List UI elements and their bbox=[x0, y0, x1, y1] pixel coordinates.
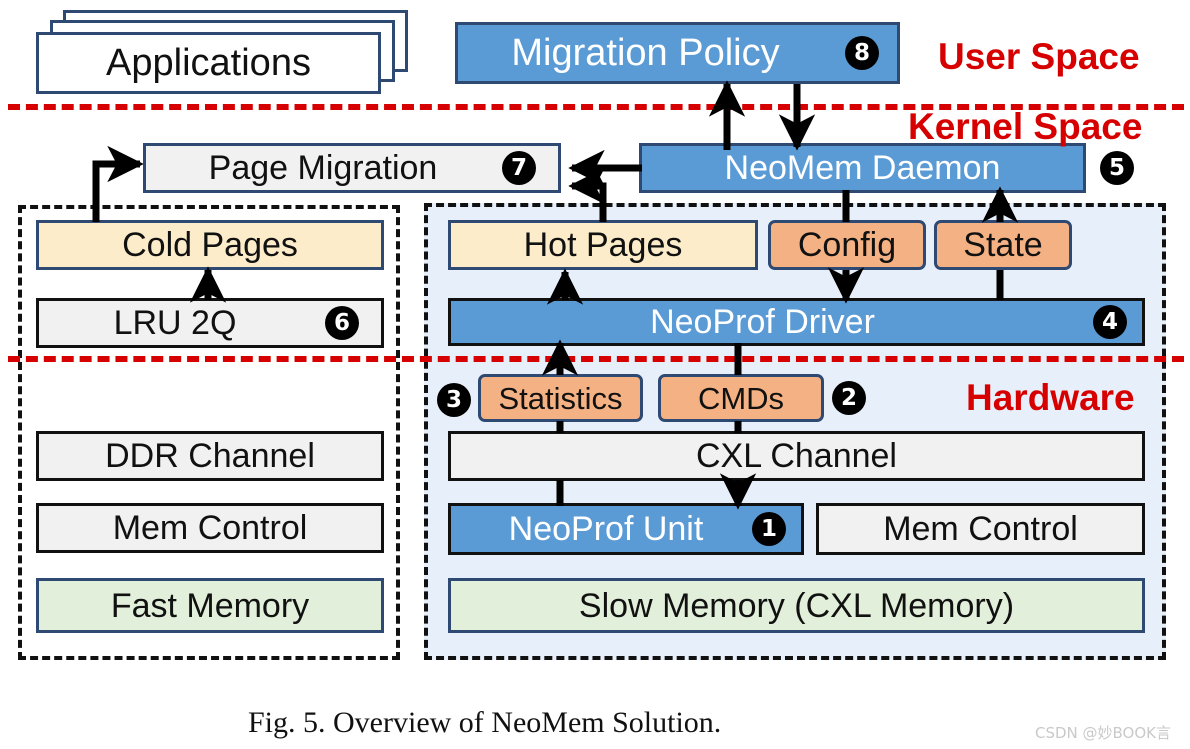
step-7-badge: 7 bbox=[502, 151, 536, 185]
ddr-channel[interactable]: DDR Channel bbox=[36, 431, 384, 481]
fast-memory[interactable]: Fast Memory bbox=[36, 578, 384, 633]
applications-label: Applications bbox=[106, 42, 311, 84]
neoprof-driver[interactable]: NeoProf Driver bbox=[448, 298, 1145, 346]
csdn-watermark: CSDN @妙BOOK言 bbox=[1035, 724, 1172, 742]
slow-memory[interactable]: Slow Memory (CXL Memory) bbox=[448, 578, 1145, 633]
lru-2q-label: LRU 2Q bbox=[113, 304, 237, 342]
neomem-daemon-label: NeoMem Daemon bbox=[724, 149, 1001, 187]
step-5-badge: 5 bbox=[1100, 151, 1134, 185]
page-migration[interactable]: Page Migration bbox=[143, 143, 561, 193]
step-4-badge: 4 bbox=[1093, 305, 1127, 339]
cold-pages-label: Cold Pages bbox=[122, 226, 298, 264]
step-3-badge: 3 bbox=[437, 383, 471, 417]
migration-policy-label: Migration Policy bbox=[511, 32, 780, 74]
state[interactable]: State bbox=[934, 220, 1072, 270]
mem-control-left-label: Mem Control bbox=[112, 509, 308, 547]
mem-control-right-label: Mem Control bbox=[883, 510, 1078, 548]
cxl-channel-label: CXL Channel bbox=[696, 437, 897, 475]
neoprof-driver-label: NeoProf Driver bbox=[650, 303, 875, 341]
neomem-daemon[interactable]: NeoMem Daemon bbox=[639, 143, 1086, 193]
mem-control-left[interactable]: Mem Control bbox=[36, 503, 384, 553]
step-6-badge: 6 bbox=[325, 306, 359, 340]
mem-control-right[interactable]: Mem Control bbox=[816, 503, 1145, 555]
user-kernel-divider bbox=[8, 104, 1184, 110]
migration-policy[interactable]: Migration Policy bbox=[455, 22, 900, 84]
neoprof-unit[interactable]: NeoProf Unit bbox=[448, 503, 804, 555]
cold-pages[interactable]: Cold Pages bbox=[36, 220, 384, 270]
neoprof-unit-label: NeoProf Unit bbox=[508, 510, 704, 548]
step-1-badge: 1 bbox=[752, 512, 786, 546]
cxl-channel[interactable]: CXL Channel bbox=[448, 431, 1145, 481]
step-8-badge: 8 bbox=[845, 36, 879, 70]
hardware-label: Hardware bbox=[966, 377, 1135, 418]
config[interactable]: Config bbox=[768, 220, 926, 270]
slow-memory-label: Slow Memory (CXL Memory) bbox=[578, 586, 1015, 625]
figure-caption: Fig. 5. Overview of NeoMem Solution. bbox=[248, 706, 722, 739]
hot-pages-label: Hot Pages bbox=[523, 226, 683, 264]
cmds-label: CMDs bbox=[697, 380, 785, 416]
kernel-space-label: Kernel Space bbox=[908, 106, 1143, 147]
kernel-hardware-divider bbox=[8, 356, 1184, 362]
cmds[interactable]: CMDs bbox=[658, 374, 824, 422]
fast-memory-label: Fast Memory bbox=[110, 586, 310, 625]
applications[interactable]: Applications bbox=[36, 32, 381, 94]
state-label: State bbox=[963, 226, 1043, 264]
statistics-label: Statistics bbox=[498, 380, 623, 416]
user-space-label: User Space bbox=[938, 36, 1140, 77]
page-migration-label: Page Migration bbox=[208, 149, 438, 187]
statistics[interactable]: Statistics bbox=[478, 374, 643, 422]
step-2-badge: 2 bbox=[832, 381, 866, 415]
hot-pages[interactable]: Hot Pages bbox=[448, 220, 758, 270]
local-memory-region bbox=[18, 205, 400, 660]
config-label: Config bbox=[797, 226, 897, 264]
ddr-channel-label: DDR Channel bbox=[105, 437, 315, 475]
